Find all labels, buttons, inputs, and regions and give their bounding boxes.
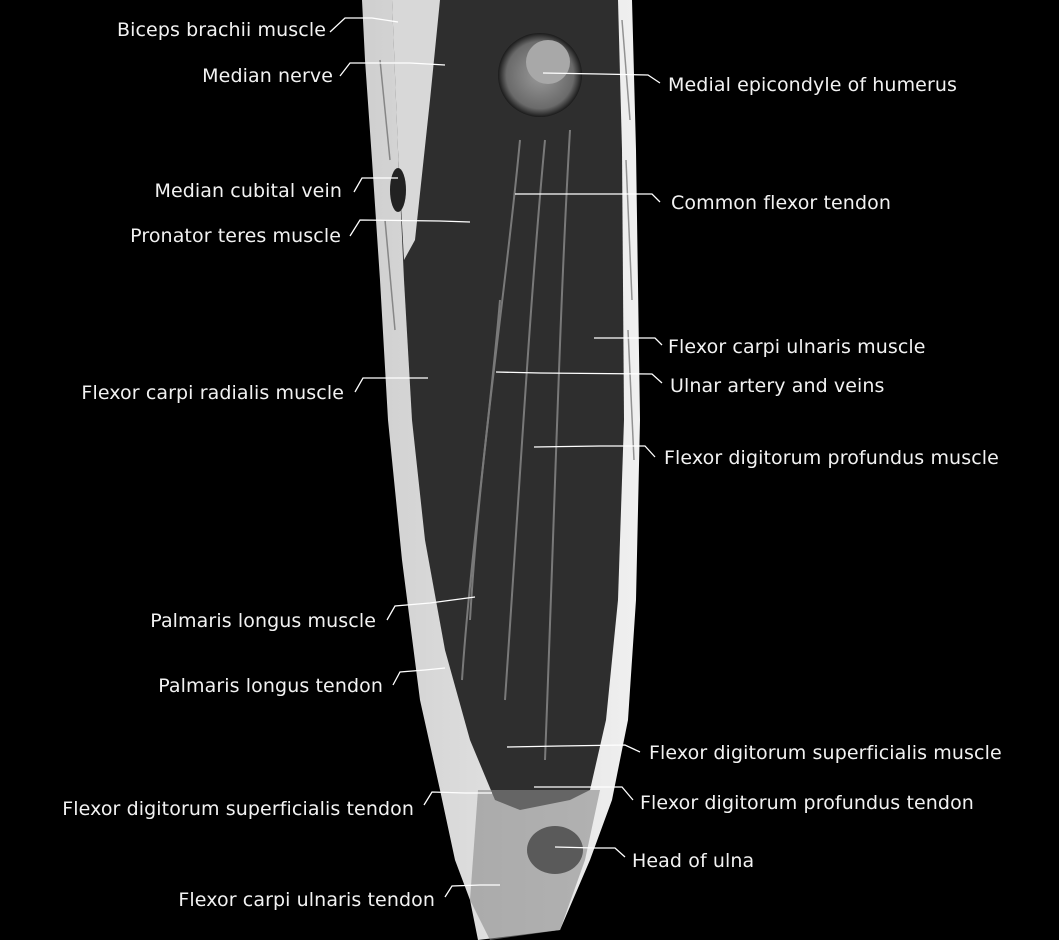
fat-striations — [379, 19, 635, 461]
label-flexor-carpi-ulnaris-muscle: Flexor carpi ulnaris muscle — [668, 336, 926, 358]
leader-line-median-cubital-vein — [353, 177, 398, 193]
leader-line-flexor-digitorum-superficialis-muscle — [506, 744, 641, 753]
leader-line-median-nerve — [339, 62, 446, 77]
leader-line-ulnar-artery-and-veins — [495, 371, 663, 384]
leader-line-palmaris-longus-tendon — [392, 667, 446, 686]
label-head-of-ulna: Head of ulna — [632, 850, 755, 872]
label-biceps-brachii-muscle: Biceps brachii muscle — [116, 19, 326, 41]
leader-line-flexor-digitorum-profundus-tendon — [534, 786, 634, 801]
label-ulnar-artery-and-veins: Ulnar artery and veins — [670, 375, 885, 397]
leader-line-biceps-brachii-muscle — [329, 17, 399, 33]
label-flexor-carpi-radialis-muscle: Flexor carpi radialis muscle — [81, 382, 344, 404]
leader-line-common-flexor-tendon — [515, 193, 661, 203]
ulna-head-shape — [527, 826, 583, 874]
label-palmaris-longus-tendon: Palmaris longus tendon — [158, 675, 383, 697]
leader-line-medial-epicondyle-of-humerus — [542, 72, 661, 84]
leader-line-flexor-carpi-radialis-muscle — [354, 377, 428, 393]
leader-line-flexor-carpi-ulnaris-muscle — [594, 337, 663, 346]
label-flexor-digitorum-superficialis-muscle: Flexor digitorum superficialis muscle — [649, 742, 1002, 764]
leader-line-palmaris-longus-muscle — [386, 596, 476, 621]
label-pronator-teres-muscle: Pronator teres muscle — [130, 225, 341, 247]
label-median-nerve: Median nerve — [202, 65, 333, 87]
label-flexor-carpi-ulnaris-tendon: Flexor carpi ulnaris tendon — [178, 889, 435, 911]
label-flexor-digitorum-profundus-muscle: Flexor digitorum profundus muscle — [664, 447, 999, 469]
label-flexor-digitorum-profundus-tendon: Flexor digitorum profundus tendon — [640, 792, 974, 814]
label-flexor-digitorum-superficialis-tendon: Flexor digitorum superficialis tendon — [62, 798, 414, 820]
leader-lines — [329, 17, 663, 898]
label-medial-epicondyle-of-humerus: Medial epicondyle of humerus — [668, 74, 958, 96]
leader-line-flexor-digitorum-profundus-muscle — [533, 445, 656, 458]
epicondyle-core — [526, 40, 570, 84]
leader-line-flexor-digitorum-superficialis-tendon — [423, 791, 492, 806]
leader-line-pronator-teres-muscle — [349, 219, 471, 237]
label-median-cubital-vein: Median cubital vein — [154, 180, 342, 202]
leader-line-flexor-carpi-ulnaris-tendon — [444, 884, 500, 898]
leader-line-head-of-ulna — [554, 846, 626, 858]
tendon-streaks — [461, 129, 571, 761]
label-palmaris-longus-muscle: Palmaris longus muscle — [150, 610, 376, 632]
label-common-flexor-tendon: Common flexor tendon — [671, 192, 891, 214]
median-cubital-vein-shape — [390, 168, 406, 212]
